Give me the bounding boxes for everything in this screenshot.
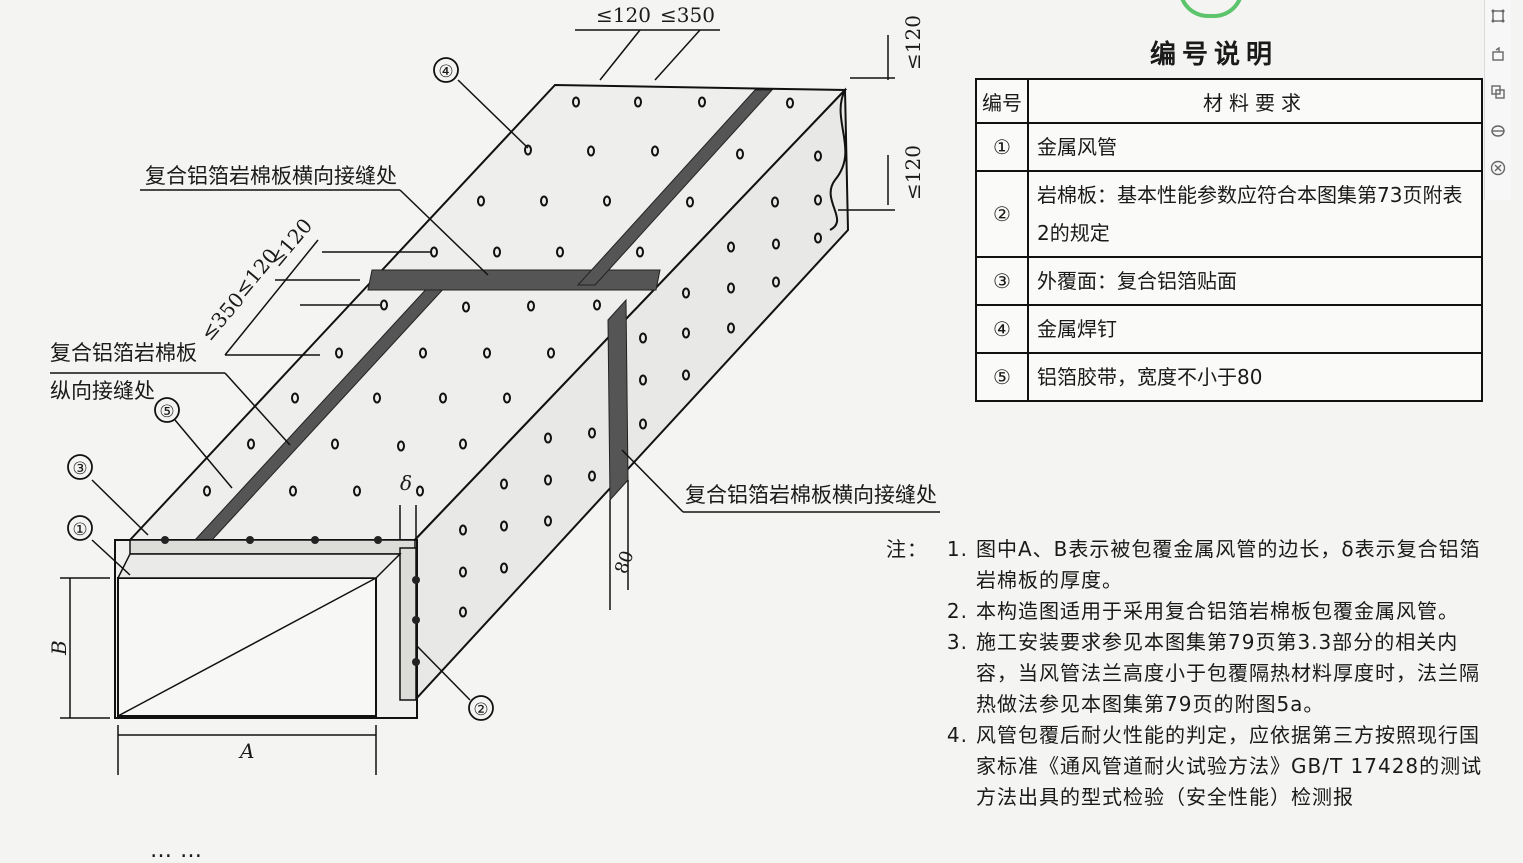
crop-icon[interactable] [1489,8,1507,26]
duct-end-bevel [116,553,402,579]
note-number: 4. [946,723,968,747]
end-pins [161,536,420,666]
legend-row-text: 岩棉板：基本性能参数应符合本图集第73页附表2的规定 [1027,170,1483,258]
legend-header-num: 编号 [975,78,1029,124]
callout-2: ② [473,700,488,720]
legend-title: 编号说明 [1150,40,1279,70]
callout-1: ① [72,520,87,540]
legend-row: ③ 外覆面：复合铝箔贴面 [975,256,1483,306]
label-longitudinal-1: 复合铝箔岩棉板 [50,341,197,365]
dim-tape: 80 [611,548,639,577]
copy-icon[interactable] [1489,84,1507,102]
label-transverse-top: 复合铝箔岩棉板横向接缝处 [145,164,397,188]
note-number: 1. [946,537,968,561]
legend-row-num: ⑤ [975,352,1029,402]
viewer-toolbar [1484,0,1511,200]
transverse-joint-tape-side [607,298,629,502]
overlay-green-arc [1178,0,1244,18]
legend-row: ④ 金属焊钉 [975,304,1483,354]
transverse-joint-tape-upper [576,89,774,286]
legend-row: ⑤ 铝箔胶带，宽度不小于80 [975,352,1483,402]
note-item: 2. 本构造图适用于采用复合铝箔岩棉板包覆金属风管。 [886,596,1486,627]
eraser-icon[interactable] [1489,122,1507,140]
legend-row-num: ② [975,170,1029,258]
weld-pins [203,96,822,618]
legend-row: ① 金属风管 [975,122,1483,172]
legend-row-num: ① [975,122,1029,172]
dim-a: A [238,739,254,763]
notes-block: 注： 1. 图中A、B表示被包覆金属风管的边长，δ表示复合铝箔岩棉板的厚度。 2… [886,534,1486,813]
dim-delta: δ [400,471,412,495]
leader-lines [50,29,940,775]
note-text: 本构造图适用于采用复合铝箔岩棉板包覆金属风管。 [976,599,1459,623]
dim-b: B [47,640,71,656]
dim-top-1: ≤120 [596,3,651,27]
legend-row-text: 外覆面：复合铝箔贴面 [1027,256,1483,306]
note-text: 施工安装要求参见本图集第79页第3.3部分的相关内容，当风管法兰高度小于包覆隔热… [976,630,1480,716]
callout-3: ③ [72,459,87,479]
callout-circles [67,57,494,721]
note-item: 4. 风管包覆后耐火性能的判定，应依据第三方按照现行国家标准《通风管道耐火试验方… [886,720,1486,813]
legend-header-row: 编号 材料要求 [975,78,1483,124]
note-text: 风管包覆后耐火性能的判定，应依据第三方按照现行国家标准《通风管道耐火试验方法》G… [976,723,1483,809]
note-text: 图中A、B表示被包覆金属风管的边长，δ表示复合铝箔岩棉板的厚度。 [976,537,1481,592]
legend-row: ② 岩棉板：基本性能参数应符合本图集第73页附表2的规定 [975,170,1483,258]
label-longitudinal-2: 纵向接缝处 [50,379,155,403]
legend-header-req: 材料要求 [1027,78,1483,124]
note-number: 3. [946,630,968,654]
insulation-top-layer [129,539,416,555]
callout-5: ⑤ [159,402,174,422]
metal-duct-diagonal [117,577,377,717]
transverse-joint-tape-top [367,269,661,291]
dim-right-1: ≤120 [901,15,925,70]
notes-lead: 注： [886,537,928,561]
legend-row-text: 金属风管 [1027,122,1483,172]
close-icon[interactable] [1489,160,1507,178]
note-number: 2. [946,599,968,623]
dim-right-2: ≤120 [901,145,925,200]
insulation-side-layer [399,547,417,701]
legend-row-num: ③ [975,256,1029,306]
bottom-cut-text: …… [150,838,210,863]
callout-4: ④ [438,62,453,82]
dim-top-2: ≤350 [660,3,715,27]
note-item: 3. 施工安装要求参见本图集第79页第3.3部分的相关内容，当风管法兰高度小于包… [886,627,1486,720]
label-transverse-bottom: 复合铝箔岩棉板横向接缝处 [685,483,937,507]
legend-table: 编号 材料要求 ① 金属风管 ② 岩棉板：基本性能参数应符合本图集第73页附表2… [975,78,1483,402]
rotate-icon[interactable] [1489,46,1507,64]
legend-row-text: 金属焊钉 [1027,304,1483,354]
duct-diagram: ④ ⑤ ③ ① ② 复合铝箔岩棉板横向接缝处 复合铝箔岩棉板 纵向接缝处 复合铝… [47,3,940,775]
legend-row-num: ④ [975,304,1029,354]
duct-break-line [829,89,847,231]
legend-row-text: 铝箔胶带，宽度不小于80 [1027,352,1483,402]
note-item: 注： 1. 图中A、B表示被包覆金属风管的边长，δ表示复合铝箔岩棉板的厚度。 [886,534,1486,596]
